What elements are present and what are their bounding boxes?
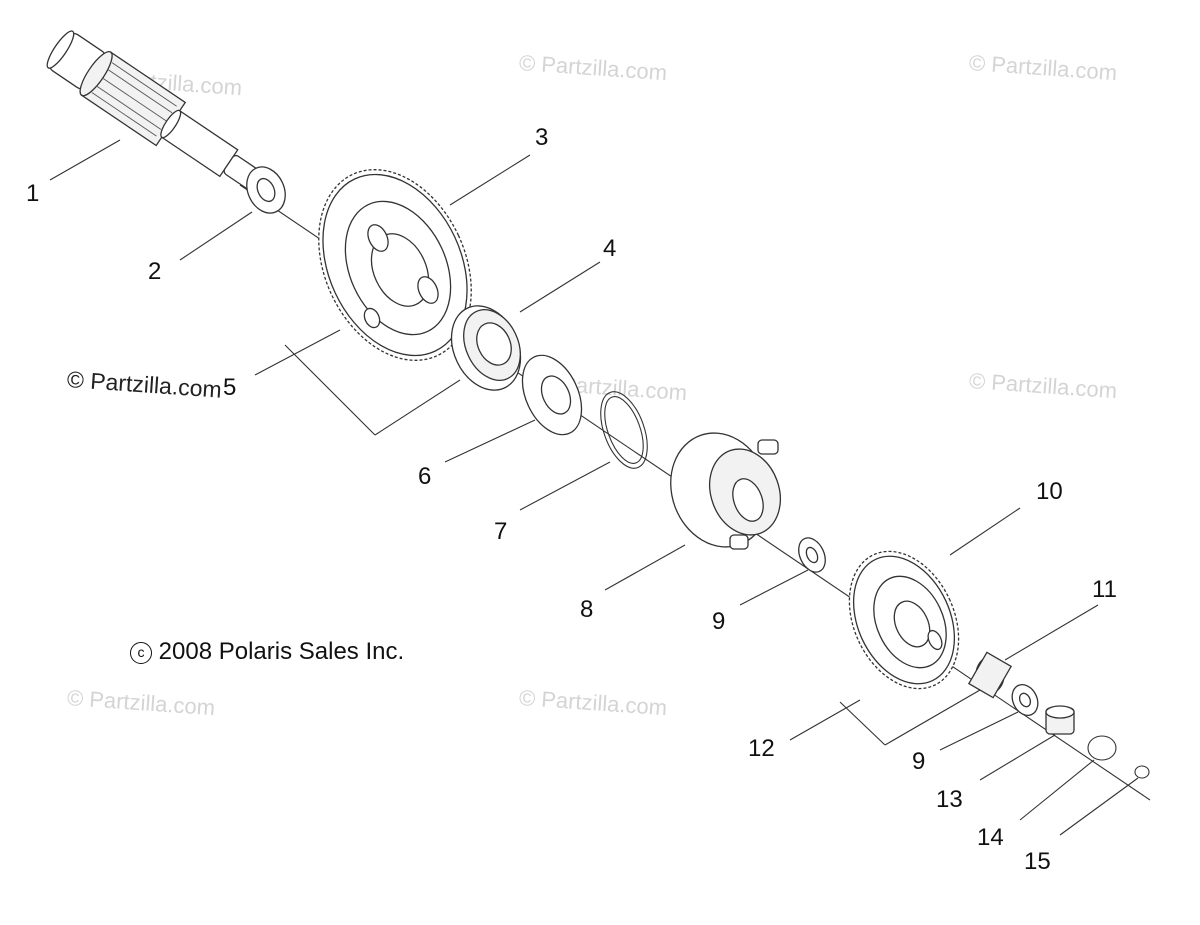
part-11-bushing <box>967 651 1013 699</box>
callout-9b: 9 <box>912 748 926 775</box>
callout-5: 5 <box>223 374 237 401</box>
part-14-circlip <box>1087 735 1117 761</box>
copyright-text: 2008 Polaris Sales Inc. <box>158 638 405 665</box>
part-9-washer-second <box>1011 683 1039 717</box>
part-6-tab-washer <box>521 354 583 436</box>
callout-9: 9 <box>712 608 726 635</box>
part-13-bushing <box>1045 705 1075 735</box>
part-10-gear <box>848 550 960 690</box>
callout-3: 3 <box>535 124 549 151</box>
copyright-notice: c 2008 Polaris Sales Inc. <box>130 638 404 666</box>
part-3-large-gear <box>318 169 472 361</box>
leader-lines <box>49 139 1139 836</box>
part-7-snap-ring <box>600 391 648 469</box>
callout-4: 4 <box>603 235 617 262</box>
callout-10: 10 <box>1036 478 1063 505</box>
copyright-symbol: c <box>130 642 152 664</box>
callout-11: 11 <box>1092 576 1117 603</box>
callout-7: 7 <box>494 518 508 545</box>
callout-13: 13 <box>936 786 963 813</box>
part-9-washer <box>798 537 826 573</box>
part-1-shaft <box>46 30 267 194</box>
callout-14: 14 <box>977 824 1004 851</box>
part-4-bearing <box>450 305 522 391</box>
part-8-hub <box>670 432 781 550</box>
callout-1: 1 <box>26 180 40 207</box>
callout-2: 2 <box>148 258 162 285</box>
callout-15: 15 <box>1024 848 1051 875</box>
part-2-washer <box>246 166 286 214</box>
callout-8: 8 <box>580 596 594 623</box>
callout-6: 6 <box>418 463 432 490</box>
part-15-ring <box>1134 765 1150 779</box>
callout-12: 12 <box>748 735 775 762</box>
